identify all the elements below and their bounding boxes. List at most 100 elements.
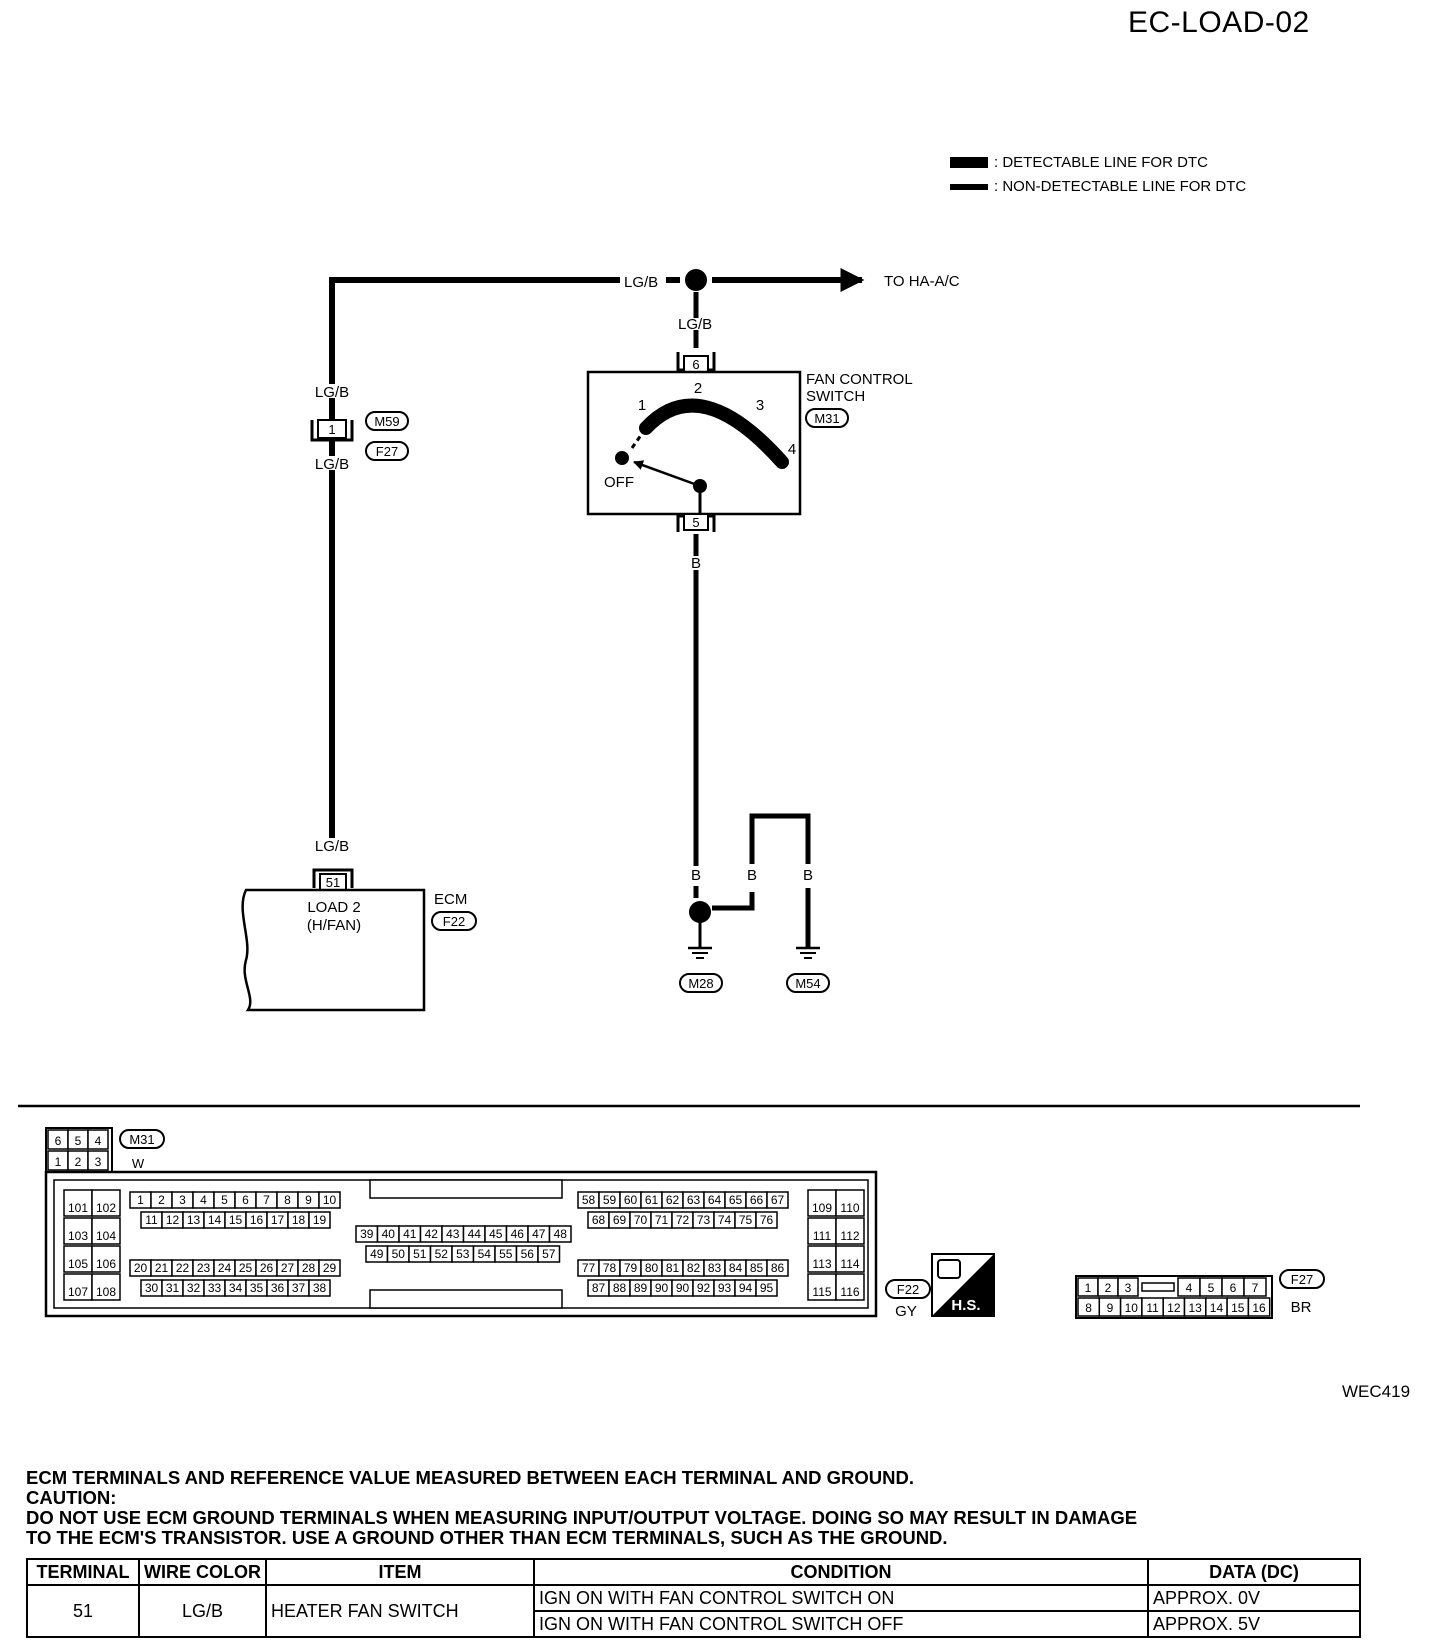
connector-pin-label: 109 bbox=[812, 1201, 832, 1215]
joint-pin-1-label: 1 bbox=[328, 422, 335, 437]
connector-pin bbox=[87, 1129, 109, 1150]
connector-id-label: M31 bbox=[129, 1132, 154, 1147]
wire-label-bg bbox=[318, 838, 346, 852]
pin-5-label: 5 bbox=[692, 515, 699, 530]
m28-ground-label: M28 bbox=[688, 976, 713, 991]
wire-color-label: LG/B bbox=[315, 384, 349, 401]
wire-color-label: LG/B bbox=[315, 838, 349, 855]
ground-splice bbox=[689, 901, 711, 923]
m54-ground-label: M54 bbox=[795, 976, 820, 991]
connector-pin-label: 18 bbox=[292, 1213, 306, 1227]
connector-pin-label: 86 bbox=[771, 1261, 785, 1275]
connector-pin-label: 28 bbox=[302, 1261, 316, 1275]
connector-pin bbox=[766, 1259, 789, 1277]
ecm-connector-bracket bbox=[312, 868, 354, 888]
f22-key-bottom bbox=[369, 1289, 563, 1309]
connector-pin-label: 114 bbox=[840, 1257, 859, 1271]
non-detectable-line-swatch bbox=[950, 183, 988, 190]
connector-pin-label: 104 bbox=[96, 1229, 116, 1243]
connector-pin-label: 113 bbox=[812, 1257, 831, 1271]
connector-pin-label: 84 bbox=[729, 1261, 743, 1275]
connector-pin-label: 38 bbox=[313, 1281, 327, 1295]
connector-pin-label: 16 bbox=[1252, 1301, 1266, 1315]
connector-pin-label: 77 bbox=[582, 1261, 596, 1275]
connector-pin-label: 73 bbox=[697, 1213, 711, 1227]
connector-pin-label: 22 bbox=[176, 1261, 190, 1275]
connector-pin-label: 14 bbox=[208, 1213, 222, 1227]
connector-pin-label: 57 bbox=[542, 1247, 556, 1261]
connector-pin bbox=[835, 1245, 865, 1273]
switch-position-3: 3 bbox=[756, 397, 764, 414]
ecm-load-label-line1: LOAD 2 bbox=[307, 899, 360, 916]
connector-pin-label: 2 bbox=[75, 1155, 82, 1169]
connector-pin-label: 56 bbox=[521, 1247, 535, 1261]
wire-label-bg bbox=[688, 556, 704, 570]
f27-color-label: BR bbox=[1291, 1299, 1312, 1316]
hs-connector-icon bbox=[937, 1259, 961, 1279]
notes-line-2: CAUTION: bbox=[26, 1487, 117, 1508]
wire-color-label: B bbox=[747, 867, 757, 884]
connector-pin-label: 24 bbox=[218, 1261, 232, 1275]
connector-id-label: F27 bbox=[1291, 1272, 1313, 1287]
connector-pin-label: 23 bbox=[197, 1261, 211, 1275]
connector-pin-label: 14 bbox=[1210, 1301, 1224, 1315]
connector-pin-label: 3 bbox=[179, 1193, 186, 1207]
connector-pin-label: 92 bbox=[697, 1281, 711, 1295]
connector-pin bbox=[91, 1217, 121, 1245]
connector-pin-label: 62 bbox=[666, 1193, 680, 1207]
connector-pin bbox=[548, 1225, 572, 1243]
f22-connector-label: F22 bbox=[443, 914, 465, 929]
f22-key-top bbox=[369, 1179, 563, 1199]
connector-pin bbox=[318, 1259, 341, 1277]
connector-pin-label: 5 bbox=[75, 1134, 82, 1148]
connector-pin-label: 67 bbox=[771, 1193, 785, 1207]
connector-pin-label: 15 bbox=[1231, 1301, 1245, 1315]
connector-id-badge bbox=[885, 1279, 931, 1299]
connector-pin-label: 54 bbox=[478, 1247, 492, 1261]
switch-dashed-contact bbox=[630, 427, 648, 449]
legend-non-detectable-text: : NON-DETECTABLE LINE FOR DTC bbox=[994, 178, 1247, 195]
connector-pin-label: 13 bbox=[1188, 1301, 1202, 1315]
cell-terminal: 51 bbox=[26, 1584, 140, 1638]
connector-pin-label: 80 bbox=[645, 1261, 659, 1275]
connector-pin-label: 85 bbox=[750, 1261, 764, 1275]
legend-non-detectable: : NON-DETECTABLE LINE FOR DTC bbox=[950, 178, 1246, 195]
figure-code: WEC419 bbox=[1342, 1382, 1411, 1401]
connector-pin bbox=[318, 1191, 341, 1209]
m59-connector-badge bbox=[365, 411, 409, 431]
col-header-item: ITEM bbox=[265, 1558, 535, 1586]
connector-pin-label: 2 bbox=[158, 1193, 165, 1207]
notes-line-4: TO THE ECM'S TRANSISTOR. USE A GROUND OT… bbox=[26, 1527, 948, 1548]
connector-pin-label: 101 bbox=[68, 1201, 88, 1215]
ecm-title: ECM bbox=[434, 891, 467, 908]
f27-key bbox=[1141, 1282, 1175, 1292]
wire-label-bg bbox=[318, 384, 346, 398]
f22-color-label: GY bbox=[895, 1303, 917, 1320]
connector-pin-label: 19 bbox=[313, 1213, 327, 1227]
cell-condition-off: IGN ON WITH FAN CONTROL SWITCH OFF bbox=[533, 1610, 1149, 1638]
connector-pin-label: 11 bbox=[1146, 1301, 1159, 1315]
wire-color-label: LG/B bbox=[315, 456, 349, 473]
connector-pin-label: 10 bbox=[1125, 1301, 1139, 1315]
connector-pin-label: 4 bbox=[1186, 1281, 1193, 1295]
connector-pin-label: 93 bbox=[718, 1281, 732, 1295]
connector-pin-label: 33 bbox=[208, 1281, 222, 1295]
connector-pin-label: 40 bbox=[382, 1227, 396, 1241]
joint-pin-1 bbox=[317, 419, 347, 439]
wire-label-bg bbox=[670, 318, 720, 330]
connector-pin-label: 90 bbox=[655, 1281, 669, 1295]
connector-pin-label: 2 bbox=[1105, 1281, 1112, 1295]
hs-label: H.S. bbox=[951, 1297, 980, 1314]
connector-pin-label: 10 bbox=[323, 1193, 337, 1207]
connector-pin-label: 102 bbox=[96, 1201, 116, 1215]
connector-pin bbox=[308, 1279, 331, 1297]
wire-label-bg bbox=[318, 456, 346, 470]
connector-pin-label: 12 bbox=[166, 1213, 180, 1227]
wire-color-label: B bbox=[691, 867, 701, 884]
notes-line-3: DO NOT USE ECM GROUND TERMINALS WHEN MEA… bbox=[26, 1507, 1138, 1528]
cell-condition-on: IGN ON WITH FAN CONTROL SWITCH ON bbox=[533, 1584, 1149, 1612]
col-header-data: DATA (DC) bbox=[1147, 1558, 1361, 1586]
table-row: 51 LG/B HEATER FAN SWITCH IGN ON WITH FA… bbox=[26, 1584, 1361, 1638]
connector-pin-label: 45 bbox=[489, 1227, 503, 1241]
